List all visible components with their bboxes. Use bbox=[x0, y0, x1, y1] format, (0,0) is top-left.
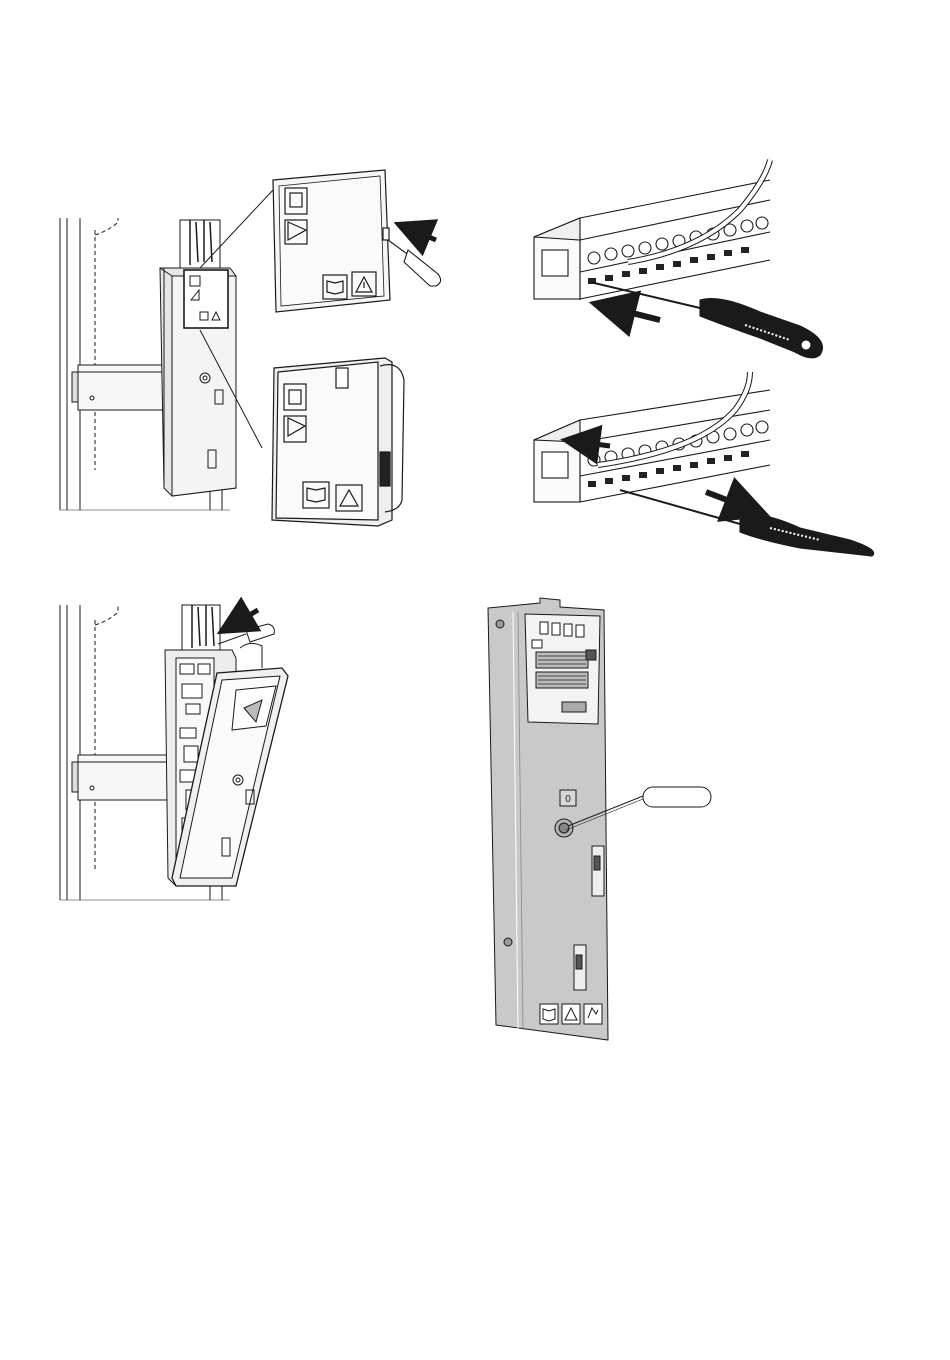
panel-terminal-block-wiring bbox=[534, 160, 874, 556]
book-icon bbox=[540, 1004, 558, 1024]
panel-open-front bbox=[60, 605, 288, 900]
plate-small-label: 0 bbox=[565, 794, 571, 805]
hand-touch-icon bbox=[584, 1004, 602, 1024]
arrow-icon bbox=[612, 308, 660, 320]
terminal-block-upper bbox=[534, 180, 770, 300]
screwdriver-icon bbox=[218, 624, 274, 644]
screwdriver-icon bbox=[620, 490, 874, 556]
detail-cover-closed bbox=[273, 170, 390, 312]
terminal-screws-upper bbox=[588, 217, 768, 264]
detail-cover-open bbox=[272, 358, 404, 526]
arrow-icon bbox=[412, 230, 436, 240]
screwdriver-icon bbox=[388, 240, 441, 286]
arrow-icon bbox=[706, 492, 748, 508]
callout-box bbox=[643, 787, 711, 807]
arrow-icon bbox=[580, 442, 610, 446]
warning-triangle-icon bbox=[562, 1004, 580, 1024]
panel-cover-removal bbox=[60, 190, 273, 510]
panel-control-board-plate: 0 bbox=[488, 598, 608, 1040]
screwdriver-icon bbox=[590, 282, 823, 358]
arrow-icon bbox=[234, 610, 258, 624]
